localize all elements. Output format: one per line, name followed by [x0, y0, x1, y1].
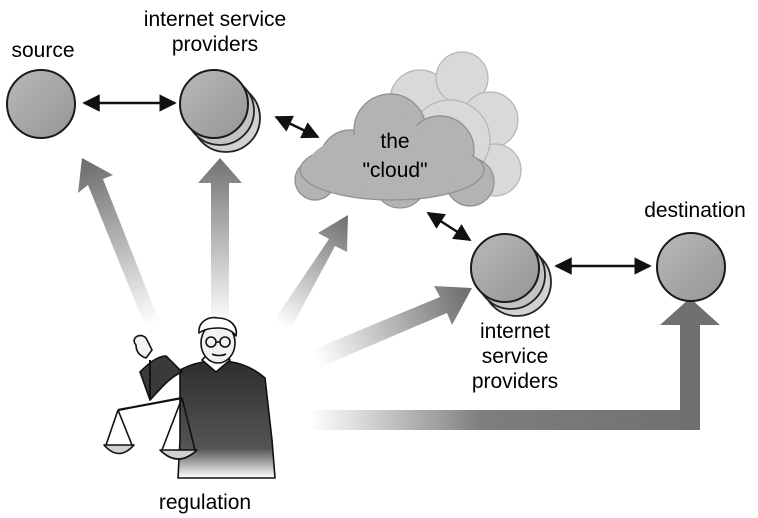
judge-sleeve — [139, 355, 183, 401]
connectors — [82, 94, 652, 275]
label-isp-top: internet service providers — [143, 8, 287, 56]
scales-of-justice — [103, 360, 198, 460]
connector-cloud-isp-bottom — [426, 211, 472, 242]
isp-top-node-stack — [179, 69, 261, 153]
isp-bottom-node-stack — [470, 233, 552, 317]
regulation-arrow-to-isp-bottom — [312, 286, 472, 368]
regulation-arrow-to-destination — [312, 298, 720, 430]
label-destination: destination — [644, 199, 746, 222]
judge-robe — [177, 360, 276, 479]
label-source: source — [11, 39, 75, 62]
destination-node — [656, 232, 726, 302]
regulation-arrows — [78, 158, 720, 430]
regulation-arrow-to-source — [78, 158, 159, 328]
label-cloud: the "cloud" — [362, 130, 428, 182]
connector-isp-cloud — [274, 115, 320, 139]
regulation-arrow-to-isp-top — [198, 158, 242, 325]
source-node — [6, 69, 76, 139]
judge-figure — [103, 316, 276, 479]
cloud-shape — [294, 51, 522, 209]
regulation-arrow-to-cloud — [271, 215, 348, 332]
label-isp-bottom: internet service providers — [471, 320, 559, 393]
label-regulation: regulation — [158, 491, 252, 514]
